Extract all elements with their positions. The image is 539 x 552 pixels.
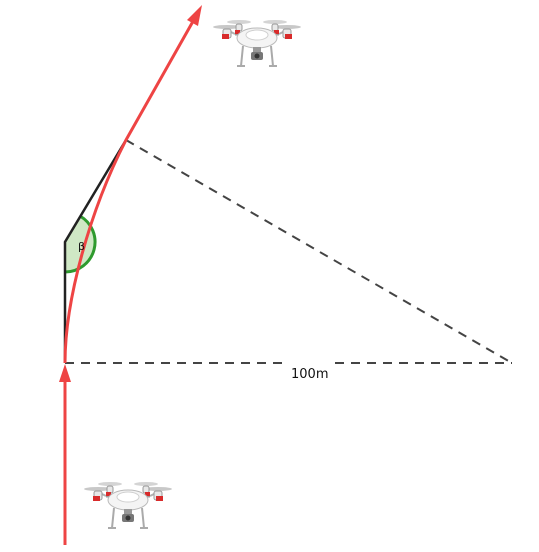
flight-path-lower-arrowhead bbox=[59, 364, 71, 382]
angle-label: β bbox=[78, 240, 85, 253]
angle-arc-outline bbox=[64, 214, 97, 274]
dashed-hypotenuse bbox=[125, 139, 513, 364]
flight-path-curve bbox=[63, 15, 198, 364]
drone-icon bbox=[211, 18, 303, 68]
drone-icon bbox=[82, 480, 174, 530]
distance-label: 100m bbox=[291, 367, 328, 382]
flight-path-arrowhead bbox=[187, 5, 202, 26]
straight-path bbox=[63, 139, 128, 363]
